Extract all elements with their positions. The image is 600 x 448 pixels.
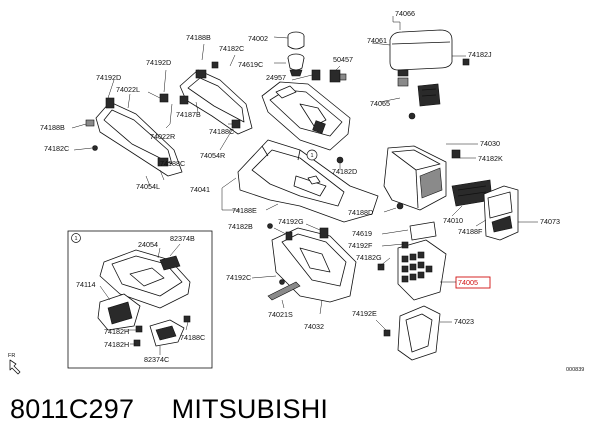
label-inset-74182h-b: 74182H bbox=[104, 340, 129, 349]
label-74002: 74002 bbox=[248, 34, 268, 43]
label-74619c: 74619C bbox=[238, 60, 263, 69]
armrest-lid-part bbox=[389, 29, 453, 120]
label-74182d: 74182D bbox=[332, 167, 357, 176]
label-74061: 74061 bbox=[367, 36, 387, 45]
label-inset-24054: 24054 bbox=[138, 240, 158, 249]
console-box-part bbox=[383, 145, 461, 211]
label-inset-82374b: 82374B bbox=[170, 234, 195, 243]
label-74182k: 74182K bbox=[478, 154, 503, 163]
label-74065: 74065 bbox=[370, 99, 390, 108]
label-74192c: 74192C bbox=[226, 273, 251, 282]
label-inset-74114: 74114 bbox=[76, 280, 95, 289]
label-74182b: 74182B bbox=[228, 222, 253, 231]
label-74030: 74030 bbox=[480, 139, 500, 148]
label-74188e: 74188E bbox=[232, 206, 257, 215]
floor-console-part bbox=[237, 139, 379, 223]
switch-panel-part bbox=[377, 221, 447, 301]
label-74182g: 74182G bbox=[356, 253, 382, 262]
label-74192f: 74192F bbox=[348, 241, 373, 250]
fr-label: FR bbox=[8, 353, 15, 359]
label-74041: 74041 bbox=[190, 185, 210, 194]
label-74054r: 74054R bbox=[200, 151, 225, 160]
label-74032: 74032 bbox=[304, 322, 324, 331]
bracket-74023 bbox=[383, 305, 441, 361]
inset-circle bbox=[71, 233, 81, 243]
label-74619: 74619 bbox=[352, 229, 372, 238]
detail-inset bbox=[67, 230, 213, 369]
caption-brand: MITSUBISHI bbox=[171, 394, 329, 424]
clip-50457 bbox=[311, 69, 347, 83]
side-panel-left bbox=[85, 97, 183, 177]
label-74066: 74066 bbox=[395, 9, 415, 18]
front-direction-icon bbox=[9, 359, 21, 375]
label-74022r: 74022R bbox=[150, 132, 175, 141]
label-74021s: 74021S bbox=[268, 310, 293, 319]
label-74188b: 74188B bbox=[186, 33, 211, 42]
label-74192d: 74192D bbox=[146, 58, 171, 67]
side-panel-right bbox=[159, 61, 253, 135]
cup-holder-part bbox=[287, 31, 305, 77]
label-inset-82374c: 82374C bbox=[144, 355, 169, 364]
label-74187b: 74187B bbox=[176, 110, 201, 119]
diagram-code: 000839 bbox=[566, 367, 584, 373]
label-74010: 74010 bbox=[443, 216, 463, 225]
label-74188d: 74188D bbox=[348, 208, 373, 217]
label-50457: 50457 bbox=[333, 55, 353, 64]
caption-part-number: 8011C297 bbox=[10, 394, 135, 424]
callout-marker: 1 bbox=[311, 153, 314, 159]
label-74192d-left: 74192D bbox=[96, 73, 121, 82]
shift-panel-part bbox=[261, 81, 351, 164]
label-74188f: 74188F bbox=[458, 227, 483, 236]
rear-panel-part bbox=[483, 185, 519, 241]
label-74005-highlighted[interactable]: 74005 bbox=[458, 278, 478, 287]
label-74073: 74073 bbox=[540, 217, 560, 226]
part-caption: 8011C297 MITSUBISHI bbox=[10, 394, 328, 425]
label-74023: 74023 bbox=[454, 317, 474, 326]
label-74192g: 74192G bbox=[278, 217, 304, 226]
label-74022l: 74022L bbox=[116, 85, 140, 94]
label-74188c-mid: 74188C bbox=[209, 127, 234, 136]
label-74182c-left: 74182C bbox=[44, 144, 69, 153]
label-74188c-left: 74188C bbox=[160, 159, 185, 168]
label-74188b-left: 74188B bbox=[40, 123, 65, 132]
inset-marker: 1 bbox=[75, 236, 78, 242]
label-74054l: 74054L bbox=[136, 182, 160, 191]
highlight-box bbox=[455, 276, 491, 289]
label-inset-74188c: 74188C bbox=[180, 333, 205, 342]
label-24957: 24957 bbox=[266, 73, 286, 82]
label-74182c-top: 74182C bbox=[219, 44, 244, 53]
label-74182j: 74182J bbox=[468, 50, 492, 59]
label-inset-74182h-a: 74182H bbox=[104, 327, 129, 336]
label-74192e: 74192E bbox=[352, 309, 377, 318]
bracket-74021s bbox=[267, 281, 301, 301]
callout-circle bbox=[306, 149, 318, 161]
